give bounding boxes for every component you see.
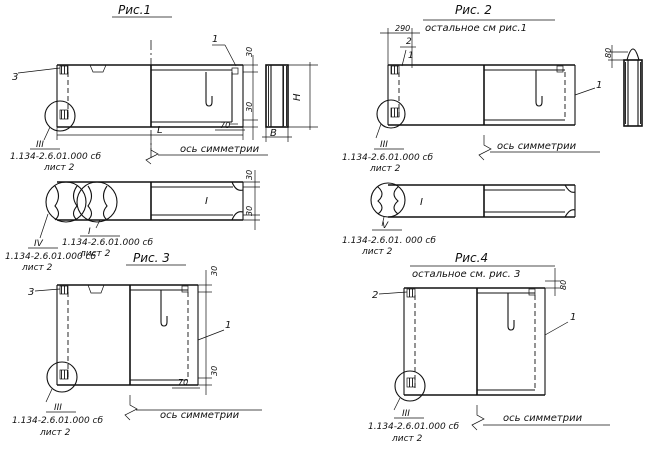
figure-4: Рис.4 остальное см. рис. 3 2 1 80 III 1.…: [368, 251, 610, 444]
fig2-callout-1b: 1: [596, 80, 602, 91]
fig2-note: остальное см рис.1: [425, 23, 527, 34]
fig3-axis-label: ось симметрии: [160, 410, 240, 421]
fig1-node-IV-ref: 1.134-2.6.01.000 сб: [5, 252, 96, 262]
figure-1: Рис.1 1 3: [5, 3, 318, 273]
fig2-axis-label: ось симметрии: [497, 141, 577, 152]
fig1-node-IV-sheet: лист 2: [21, 263, 53, 273]
fig2-node-roman: III: [380, 140, 388, 150]
fig2-callout-2: 2: [406, 37, 412, 47]
fig2-node-V-roman: V: [382, 221, 389, 231]
fig2-title: Рис. 2: [455, 3, 492, 17]
figure-3: Рис. 3 3 1 30 30 70 III 1.134-2.6: [12, 251, 262, 438]
fig3-node-ref: 1.134-2.6.01.000 сб: [12, 416, 103, 426]
fig2-dim-290: 290: [395, 24, 410, 33]
fig2-section-label: I: [420, 197, 423, 208]
fig1-axis-label: ось симметрии: [180, 144, 260, 155]
fig3-callout-1: 1: [225, 320, 231, 331]
fig4-callout-2: 2: [372, 290, 378, 301]
fig3-callout-3: 3: [28, 287, 34, 298]
fig3-title: Рис. 3: [133, 251, 170, 265]
fig4-callout-1: 1: [570, 312, 576, 323]
fig2-node-sheet: лист 2: [369, 164, 401, 174]
fig4-node-ref: 1.134-2.6.01.000 сб: [368, 422, 459, 432]
fig3-dim-30-bottom: 30: [210, 366, 219, 376]
fig2-node-ref: 1.134-2.6.01.000 сб: [342, 153, 433, 163]
fig4-note: остальное см. рис. 3: [412, 269, 520, 280]
fig1-section-label: I: [205, 196, 208, 207]
fig1-node-I-sheet: лист 2: [79, 249, 111, 259]
fig1-dim-30-top: 30: [245, 47, 254, 57]
fig2-node-V-sheet: лист 2: [361, 247, 393, 257]
fig4-title: Рис.4: [455, 251, 488, 265]
fig3-node-roman: III: [54, 403, 62, 413]
fig4-dim-80: 80: [559, 280, 568, 290]
fig1-dim-B: B: [270, 128, 277, 139]
fig1-callout-3: 3: [12, 72, 18, 83]
fig4-axis-label: ось симметрии: [503, 413, 583, 424]
figure-2: Рис. 2 остальное см рис.1 290 2 1 1: [342, 3, 643, 257]
fig3-dim-70: 70: [178, 378, 188, 387]
fig4-node-roman: III: [402, 409, 410, 419]
fig4-node-sheet: лист 2: [391, 434, 423, 444]
fig3-node-sheet: лист 2: [39, 428, 71, 438]
fig1-dim-L: L: [157, 125, 163, 136]
fig1-node-ref: 1.134-2.6.01.000 сб: [10, 152, 101, 162]
fig1-node-IV-roman: IV: [34, 239, 44, 249]
fig1-dim-30-bottom: 30: [245, 102, 254, 112]
fig2-dim-80: 80: [604, 48, 613, 58]
fig3-dim-30-top: 30: [210, 266, 219, 276]
fig1-node-I-ref: 1.134-2.6.01.000 сб: [62, 238, 153, 248]
fig1-section-dim-30-top: 30: [245, 170, 254, 180]
fig1-callout-1: 1: [212, 34, 218, 45]
fig1-dim-70: 70: [220, 121, 230, 130]
fig1-node-sheet: лист 2: [43, 163, 75, 173]
fig2-callout-1: 1: [408, 51, 414, 61]
fig1-section-dim-30-bottom: 30: [245, 206, 254, 216]
fig1-title: Рис.1: [118, 3, 151, 17]
fig2-node-V-ref: 1.134-2.6.01. 000 сб: [342, 236, 436, 246]
fig1-node-I-roman: I: [88, 227, 91, 237]
fig1-node-roman: III: [36, 140, 44, 150]
fig1-dim-H: H: [292, 93, 303, 101]
